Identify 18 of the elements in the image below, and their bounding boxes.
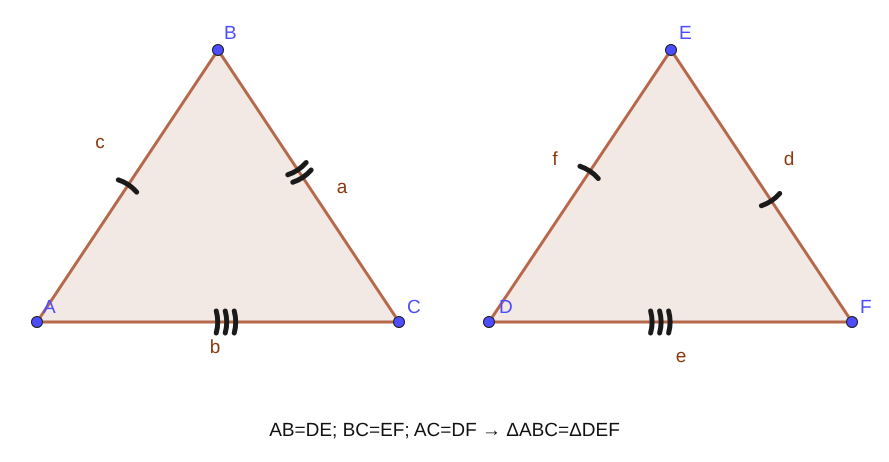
vertex-label: C — [407, 298, 421, 318]
side-label: c — [95, 133, 105, 153]
side-label: f — [552, 150, 558, 170]
triangle-side — [491, 54, 669, 318]
triangle-side — [43, 320, 393, 324]
side-label: a — [336, 178, 348, 198]
vertex-label: D — [499, 298, 513, 318]
triangle-side — [39, 54, 216, 318]
triangle-side — [673, 54, 850, 318]
side-label: b — [210, 338, 220, 358]
vertex-label: B — [224, 24, 237, 44]
caption: AB=DE; BC=EF; AC=DF → ΔABC=ΔDEF — [268, 420, 621, 442]
triangle-side — [495, 320, 846, 324]
triangle-side — [220, 54, 397, 318]
side-label: e — [676, 347, 686, 367]
vertex-label: F — [860, 298, 872, 318]
side-label: d — [784, 150, 794, 170]
vertex-label: E — [679, 24, 692, 44]
